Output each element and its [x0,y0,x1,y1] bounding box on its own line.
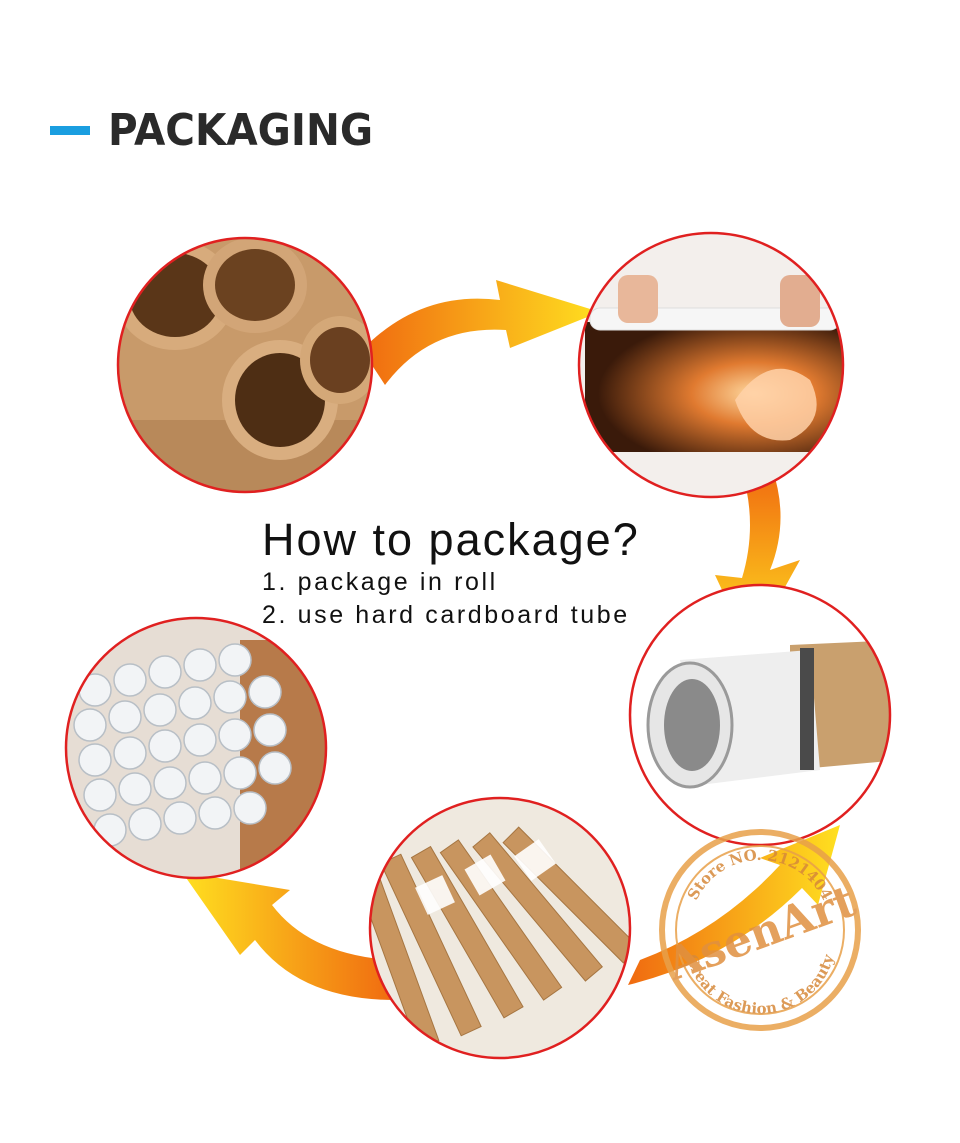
photo-tubes-with-labels-icon [368,796,632,1060]
instructions-title: How to package? [262,514,640,565]
arrow-3-icon [182,872,395,1000]
instruction-step-1: 1. package in roll [262,568,498,596]
photo-rolled-canvas-in-tube-icon [628,583,892,847]
photo-cardboard-tubes-icon [116,236,374,494]
instruction-step-2: 2. use hard cardboard tube [262,601,630,629]
page-title: PACKAGING [108,104,374,156]
photo-canvas-being-rolled-icon [577,231,845,499]
packaging-instructions: How to package? 1. package in roll 2. us… [262,514,702,632]
store-stamp-logo: Store NO. 2121404 Great Fashion & Beauty… [659,829,863,1031]
header-accent-bar [50,125,90,135]
photo-stacked-white-rolls-icon [64,616,328,880]
section-header: PACKAGING [50,100,396,160]
arrow-1-icon [362,280,600,385]
arrow-4-icon [628,825,840,985]
